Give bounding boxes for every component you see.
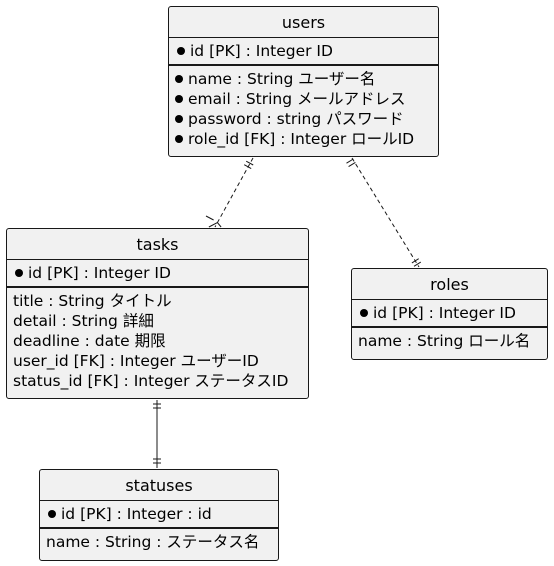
primary-key-section: id [PK] : Integer ID [169, 38, 438, 66]
primary-key: id [PK] : Integer ID [373, 304, 516, 322]
entity-tasks: tasks id [PK] : Integer ID title : Strin… [6, 228, 309, 399]
primary-key-section: id [PK] : Integer : id [40, 501, 278, 529]
entity-users: users id [PK] : Integer ID name : String… [168, 6, 439, 157]
attribute: deadline : date 期限 [13, 332, 166, 350]
key-bullet-icon [48, 510, 56, 518]
attribute: role_id [FK] : Integer ロールID [188, 130, 415, 148]
entity-title: tasks [7, 229, 308, 260]
key-bullet-icon [177, 47, 185, 55]
attribute: title : String タイトル [13, 292, 172, 310]
entity-title: roles [352, 269, 547, 300]
attributes-section: title : String タイトル detail : String 詳細 d… [7, 288, 308, 394]
relationship-users-roles [346, 157, 422, 268]
attributes-section: name : String : ステータス名 [40, 529, 278, 555]
entity-title: statuses [40, 470, 278, 501]
attribute: user_id [FK] : Integer ユーザーID [13, 352, 259, 370]
attribute: detail : String 詳細 [13, 312, 154, 330]
attribute: name : String ロール名 [358, 332, 531, 350]
entity-title: users [169, 7, 438, 38]
attribute-row: email : String メールアドレス [175, 89, 438, 109]
attributes-section: name : String ロール名 [352, 328, 547, 354]
attribute-row: role_id [FK] : Integer ロールID [175, 129, 438, 149]
attribute-row: name : String ユーザー名 [175, 69, 438, 89]
entity-roles: roles id [PK] : Integer ID name : String… [351, 268, 548, 360]
attribute: password : string パスワード [188, 110, 404, 128]
attribute: email : String メールアドレス [188, 90, 406, 108]
attribute: status_id [FK] : Integer ステータスID [13, 372, 289, 390]
attribute: name : String ユーザー名 [188, 70, 376, 88]
entity-statuses: statuses id [PK] : Integer : id name : S… [39, 469, 279, 561]
primary-key-section: id [PK] : Integer ID [352, 300, 547, 328]
attribute-row: id [PK] : Integer : id [48, 504, 278, 524]
attribute-row: id [PK] : Integer ID [15, 263, 308, 283]
relationship-tasks-statuses [153, 400, 161, 468]
relationship-users-tasks [205, 157, 254, 228]
key-bullet-icon [15, 269, 23, 277]
key-bullet-icon [360, 309, 368, 317]
mandatory-bullet-icon [175, 95, 183, 103]
attribute: name : String : ステータス名 [46, 533, 260, 551]
primary-key: id [PK] : Integer ID [190, 42, 333, 60]
mandatory-bullet-icon [175, 115, 183, 123]
attribute-row: id [PK] : Integer ID [177, 41, 438, 61]
primary-key: id [PK] : Integer ID [28, 264, 171, 282]
mandatory-bullet-icon [175, 135, 183, 143]
attribute-row: id [PK] : Integer ID [360, 303, 547, 323]
primary-key-section: id [PK] : Integer ID [7, 260, 308, 288]
mandatory-bullet-icon [175, 75, 183, 83]
primary-key: id [PK] : Integer : id [61, 505, 212, 523]
attributes-section: name : String ユーザー名 email : String メールアド… [169, 66, 438, 152]
attribute-row: password : string パスワード [175, 109, 438, 129]
